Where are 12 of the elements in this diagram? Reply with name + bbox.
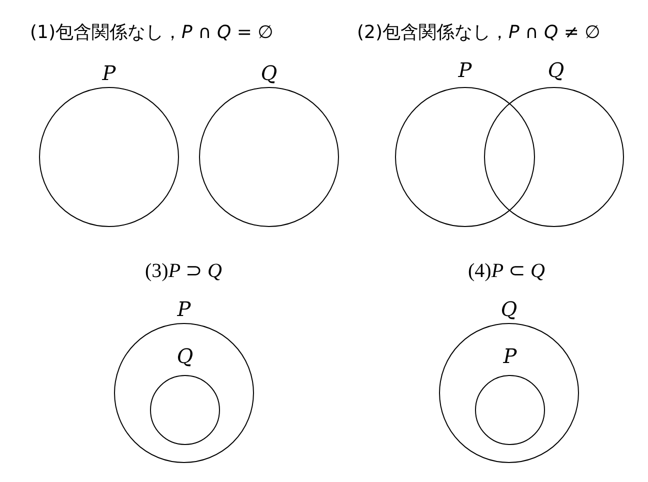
set-label: P xyxy=(102,62,116,84)
set-label: Q xyxy=(260,62,278,84)
set-label: Q xyxy=(548,59,564,81)
panel-heading: (3)P ⊃ Q xyxy=(145,260,222,282)
panel-heading: (4)P ⊂ Q xyxy=(468,260,545,282)
set-label: P xyxy=(458,59,472,81)
set-label: P xyxy=(503,345,517,367)
panel-heading: (2)包含関係なし，P ∩ Q ≠ ∅ xyxy=(357,22,600,44)
panel-heading: (1)包含関係なし，P ∩ Q = ∅ xyxy=(30,22,274,44)
set-label: P xyxy=(177,298,191,320)
set-label: Q xyxy=(176,345,194,367)
set-label: Q xyxy=(500,298,518,320)
